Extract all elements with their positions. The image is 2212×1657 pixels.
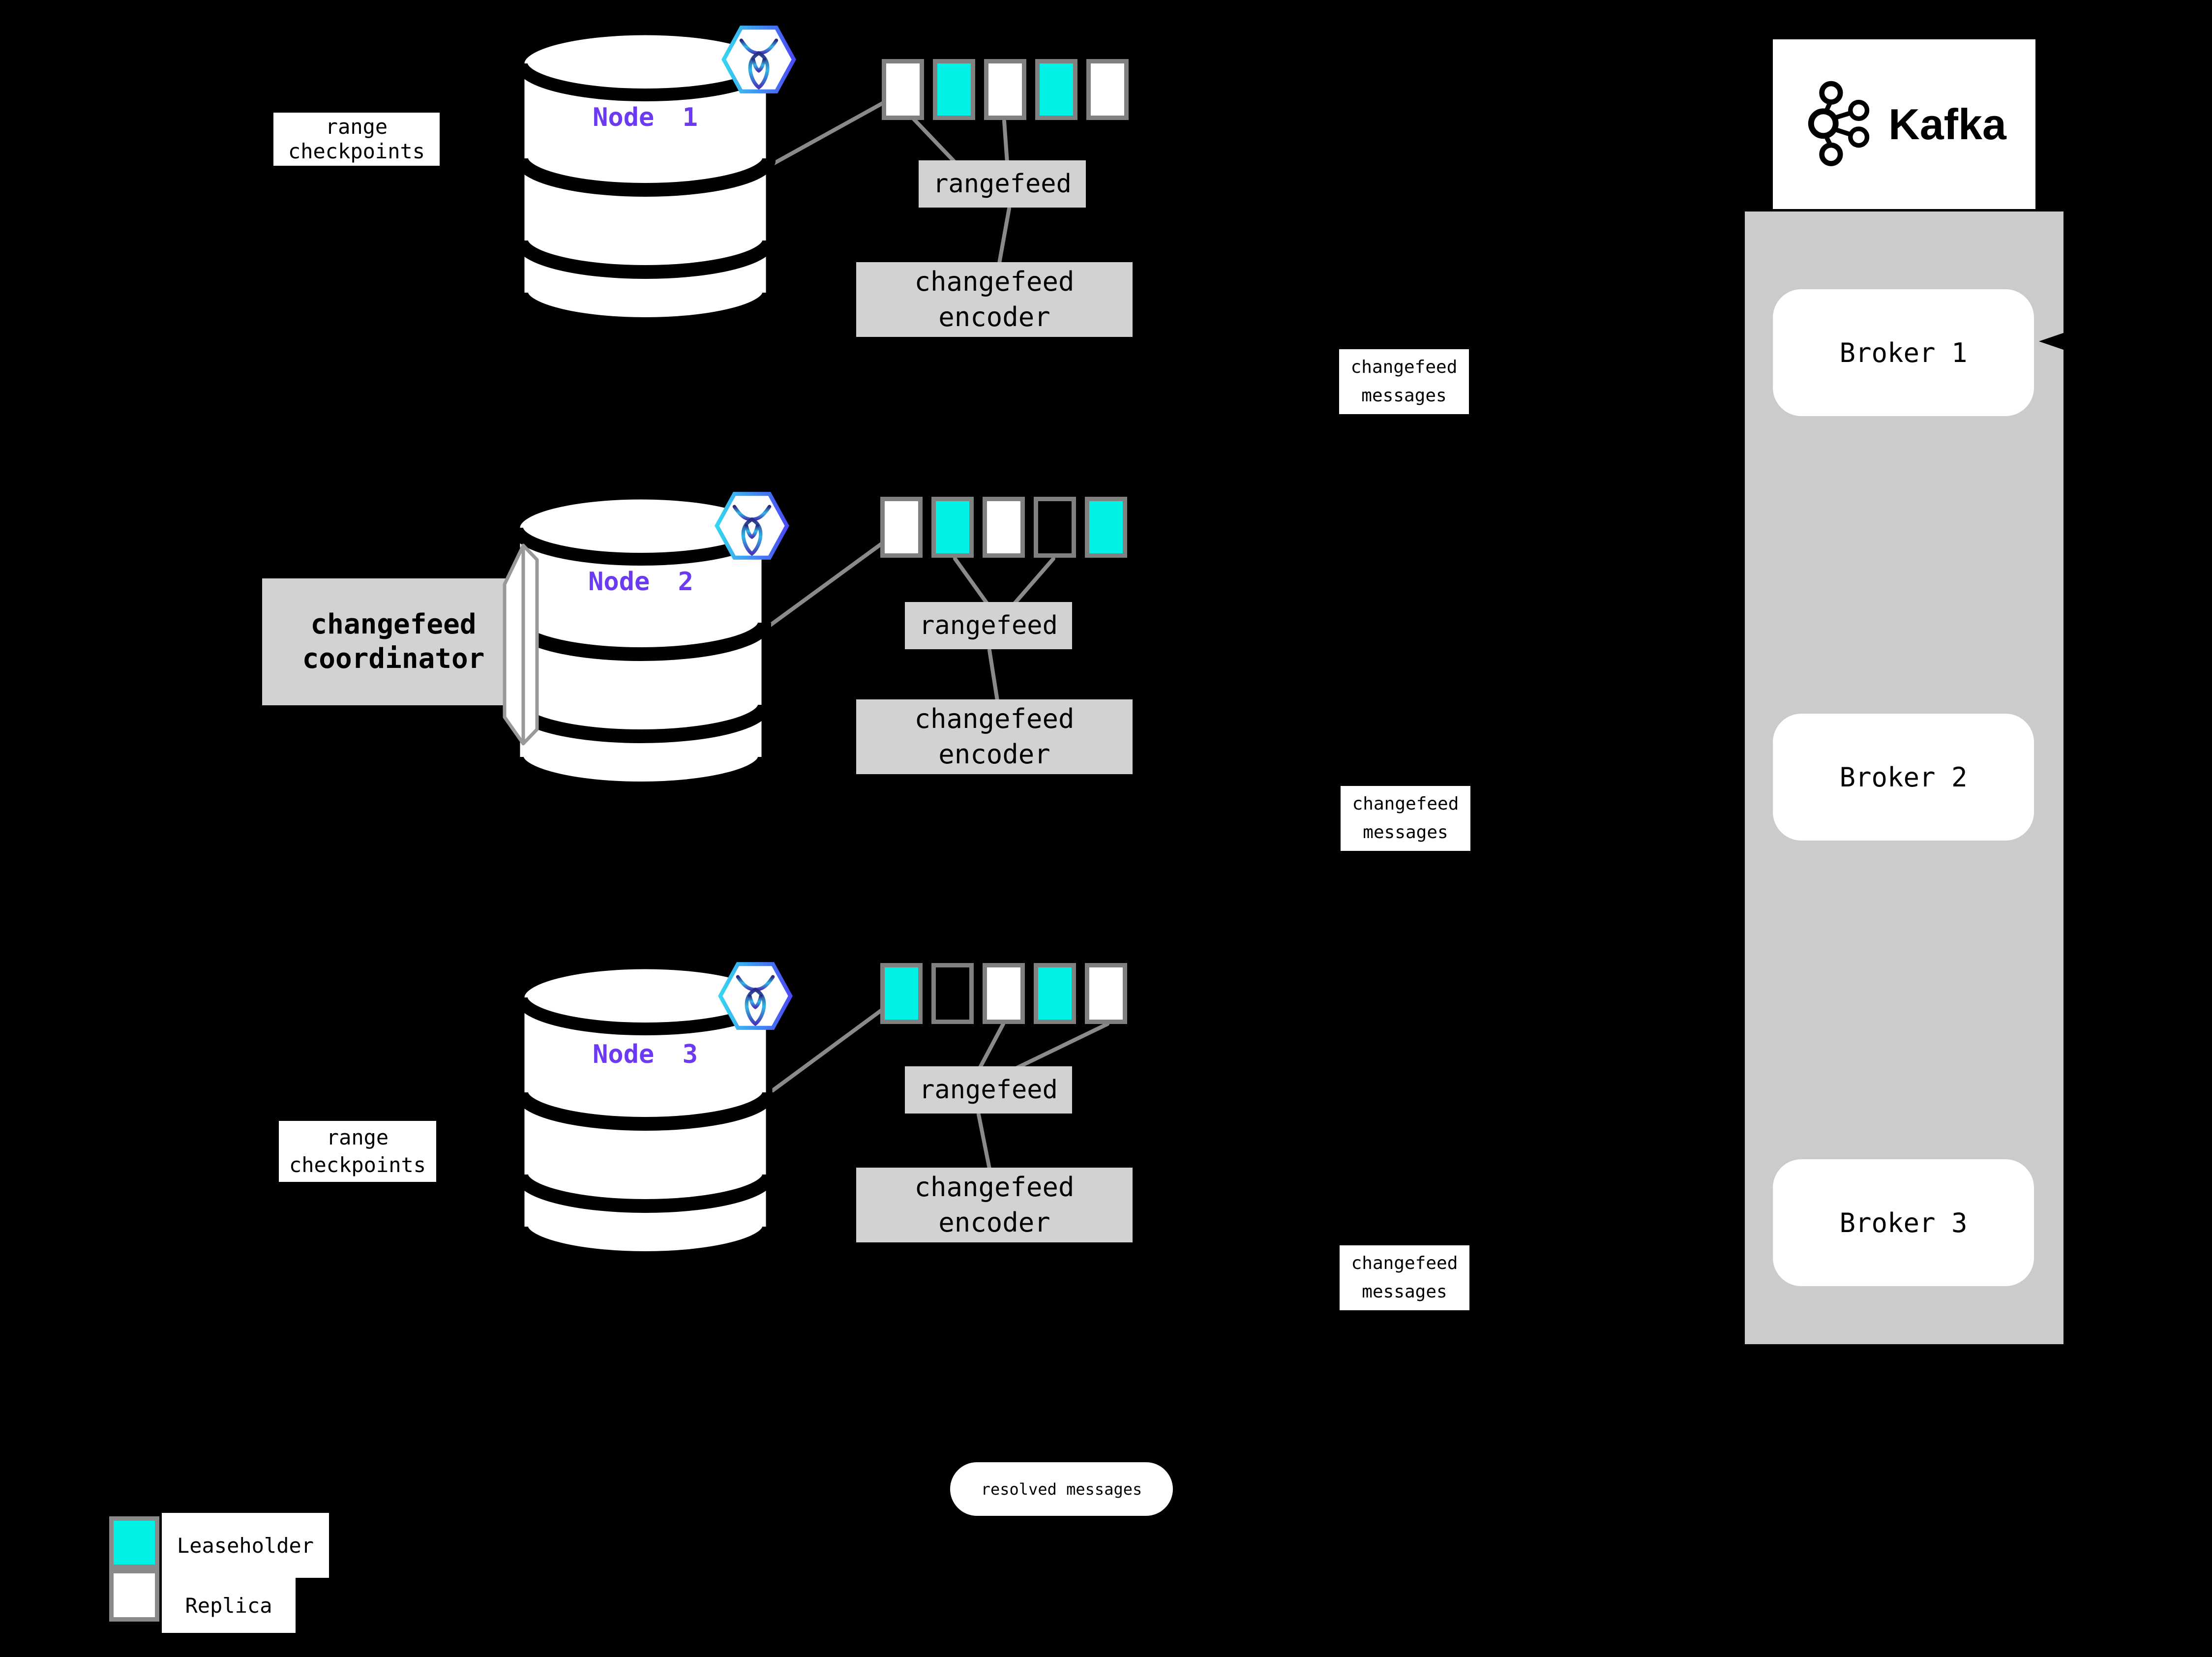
- rangefeed-box-node-2: rangefeed: [905, 602, 1072, 649]
- node-3-label: Node 3: [593, 1040, 698, 1069]
- range-row-node-3: [880, 963, 1127, 1024]
- range-leaseholder: [931, 497, 974, 558]
- changefeed-encoder-box-node-1: changefeed encoder: [856, 262, 1133, 337]
- range-outline: [1034, 497, 1076, 558]
- range-leaseholder: [1034, 963, 1076, 1024]
- broker-box-1: Broker 1: [1773, 289, 2034, 416]
- range-replica: [983, 963, 1025, 1024]
- range-row-node-2: [880, 497, 1127, 558]
- changefeed-messages-label-1: changefeed messages: [1339, 349, 1469, 414]
- broker-box-2: Broker 2: [1773, 714, 2034, 841]
- arrowhead-icon: [2039, 330, 2073, 353]
- rangefeed-box-node-3: rangefeed: [905, 1066, 1072, 1114]
- range-replica: [882, 59, 924, 120]
- range-leaseholder: [933, 59, 975, 120]
- kafka-logo-icon: [1808, 81, 1870, 166]
- kafka-title: Kafka: [1888, 99, 2006, 149]
- legend-leaseholder-label: Leaseholder: [162, 1513, 329, 1578]
- cockroachdb-icon: [718, 962, 793, 1030]
- range-checkpoints-label-top: range checkpoints: [273, 113, 440, 166]
- range-leaseholder: [1035, 59, 1077, 120]
- changefeed-encoder-box-node-3: changefeed encoder: [856, 1168, 1133, 1242]
- range-replica: [880, 497, 923, 558]
- range-row-node-1: [882, 59, 1129, 120]
- node-2-label: Node 2: [588, 567, 693, 597]
- coordinator-flag: [503, 543, 539, 746]
- broker-box-3: Broker 3: [1773, 1159, 2034, 1286]
- kafka-card: Kafka: [1773, 39, 2035, 209]
- rangefeed-box-node-1: rangefeed: [919, 160, 1086, 208]
- range-leaseholder: [880, 963, 923, 1024]
- changefeed-coordinator-box: changefeed coordinator: [262, 578, 525, 705]
- range-replica: [984, 59, 1026, 120]
- range-replica: [1085, 963, 1127, 1024]
- cockroachdb-icon: [715, 492, 789, 560]
- resolved-messages-pill: resolved messages: [950, 1462, 1173, 1516]
- legend-replica-label: Replica: [162, 1578, 296, 1633]
- node-1-label: Node 1: [593, 103, 698, 132]
- cockroachdb-icon: [721, 26, 796, 93]
- range-checkpoints-label-bottom: range checkpoints: [279, 1121, 436, 1182]
- range-outline: [931, 963, 974, 1024]
- range-leaseholder: [1085, 497, 1127, 558]
- range-replica: [1086, 59, 1129, 120]
- node-1-cylinder: [515, 29, 776, 328]
- changefeed-messages-label-2: changefeed messages: [1341, 786, 1470, 851]
- legend-leaseholder-swatch: [109, 1516, 159, 1569]
- range-replica: [983, 497, 1025, 558]
- legend-replica-swatch: [109, 1569, 159, 1622]
- changefeed-encoder-box-node-2: changefeed encoder: [856, 699, 1133, 774]
- changefeed-messages-label-3: changefeed messages: [1340, 1245, 1469, 1310]
